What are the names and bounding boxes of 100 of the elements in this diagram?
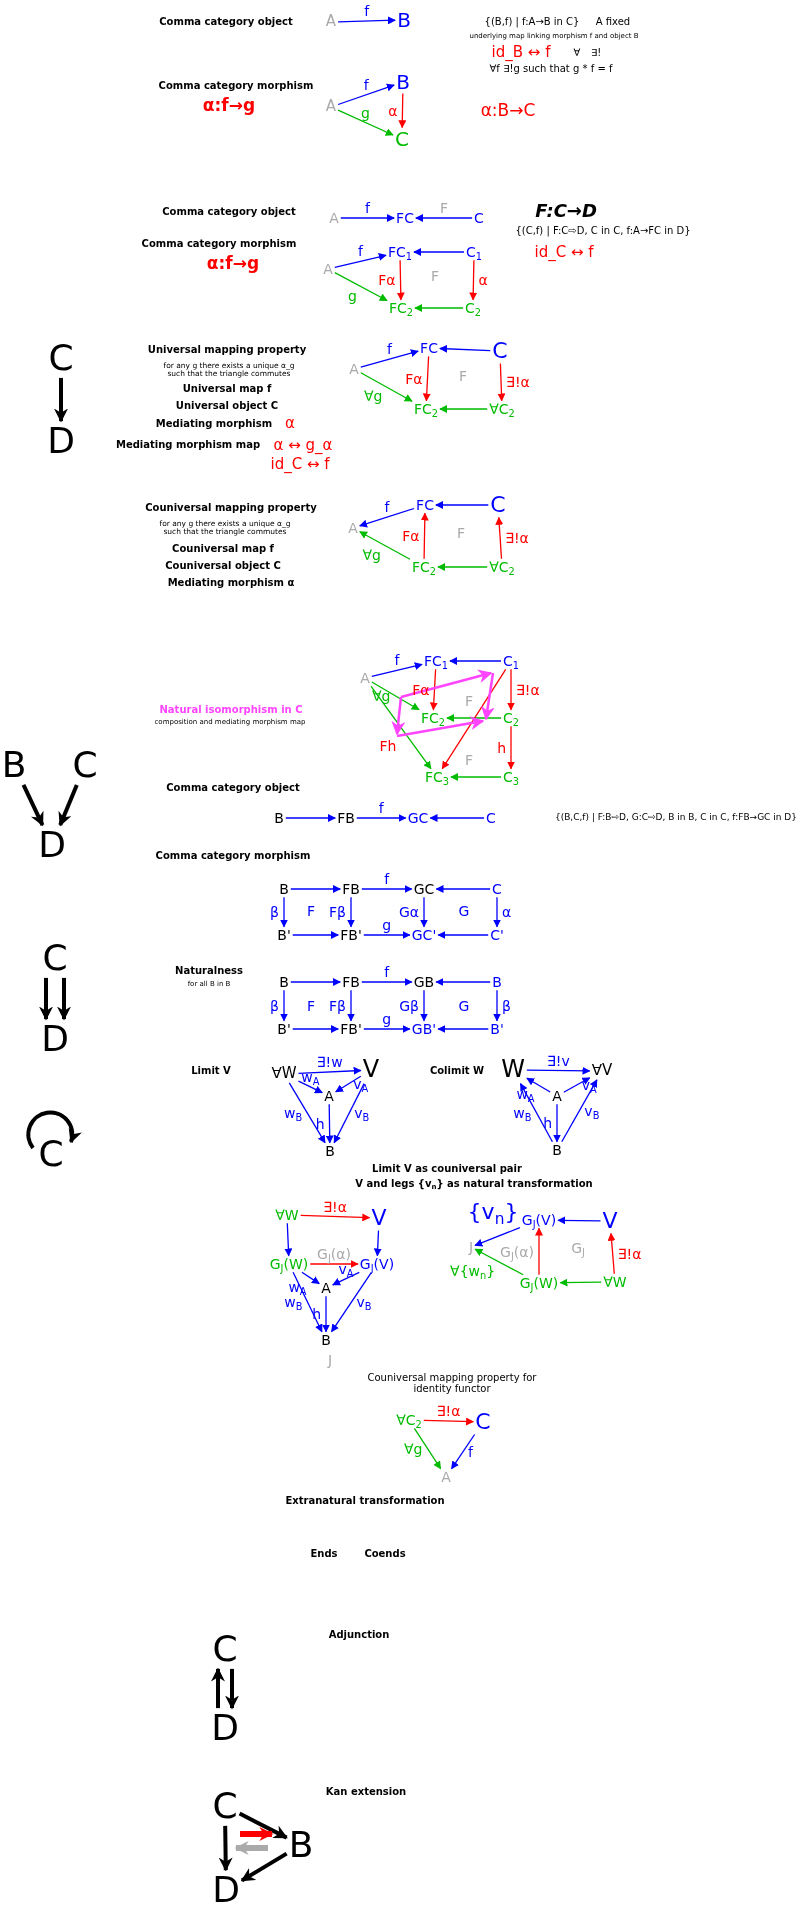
annotation: ∃! [590,47,602,59]
annotation: Couniversal mapping property for identity functor [366,1372,538,1394]
section-heading: Extranatural transformation [285,1495,445,1507]
object-label: A [441,1469,451,1485]
section-heading: Mediating morphism map [115,439,261,451]
edge-label: ∀{w$_{n}$} [450,1263,496,1279]
object-label: C [72,746,98,784]
section-heading: Kan extension [325,1786,407,1798]
arrow [337,83,395,106]
edge-label: f [384,872,390,887]
arrow [535,1227,543,1276]
arrow [285,814,336,822]
arrow [280,989,288,1022]
annotation: α:B→C [480,102,536,120]
edge-label: f [378,801,384,816]
arrow [497,362,506,402]
edge-label: ∃!α [323,1199,347,1215]
arrow [218,1825,233,1872]
object-label: A [348,520,358,536]
arrow [507,668,515,711]
object-label: ∀W [603,1274,627,1290]
edge-label: ∃!α [506,374,530,390]
object-label: C [48,339,74,377]
arrow [553,1103,561,1143]
object-label: D [211,1709,239,1747]
section-heading: Couniversal mapping property [145,502,317,514]
object-label: C$_{2}$ [503,710,519,726]
annotation: F [456,525,466,541]
edge-label: ∃!α [436,1404,461,1420]
arrow [288,1082,326,1144]
section-heading: Mediating morphism [155,418,273,430]
object-label: FC$_{2}$ [413,401,439,417]
annotation: α ↔ g_α [273,438,333,454]
annotation: ∀ [573,47,581,59]
arrow [429,814,485,822]
object-label: A [321,1280,331,1296]
arrow [469,259,478,301]
object-label: B [288,1826,314,1864]
object-label: GC [407,810,429,826]
annotation: F [306,903,316,919]
annotation: ∀f ∃!g such that g * f = f [489,63,613,75]
edge-label: Fα [405,371,423,386]
object-label: A [323,261,333,277]
section-heading: Comma category object [166,782,300,794]
arrow [297,1066,362,1075]
annotation: id_B ↔ f [491,45,551,61]
annotation: {v$_{n}$} [467,1200,519,1224]
arrow [363,1025,411,1033]
object-label: ∀W [275,1207,299,1223]
object-label: G$_{J}$(V) [359,1256,395,1272]
edge-label: α [502,904,512,920]
arrow [519,1082,554,1143]
arrow [340,214,395,222]
edge-label: ∃!α [516,682,540,697]
object-label: ∀C$_{2}$ [489,559,515,575]
object-label: FC$_{2}$ [388,300,414,316]
edge-label: Fα [402,528,420,544]
object-label: G$_{J}$(W) [519,1275,559,1291]
arrow [450,773,502,781]
edge-label: G$_{J}$(α) [317,1247,351,1262]
object-label: C [395,128,409,150]
annotation: J [327,1352,333,1368]
object-label: B' [277,1021,291,1037]
edge-label: h [315,1116,325,1131]
arrow [360,372,413,402]
object-label: A [360,670,370,686]
edge-label: f [364,4,370,19]
section-heading: Colimit W [429,1065,485,1077]
arrow [39,977,53,1021]
edge-label: f [386,342,392,358]
object-label: J [468,1239,474,1255]
edge-label: v$_{B}$ [584,1103,600,1119]
annotation: {(B,f) | f:A→B in C} [484,16,580,28]
arrow [334,253,387,269]
annotation: G [458,998,470,1014]
arrow [325,1103,334,1144]
section-heading: F:C→D [535,201,597,221]
object-label: D [38,826,66,864]
object-label: C$_{2}$ [465,300,481,316]
section-heading: α:f→g [202,97,256,115]
annotation: Fh [379,738,397,754]
section-heading: V and legs {v$_{n}$} as natural transformation [355,1178,593,1190]
edge-label: α [478,272,488,288]
section-heading: Ends [310,1548,338,1560]
object-label: C$_{1}$ [503,653,519,669]
object-label: ∀C$_{2}$ [489,401,515,417]
edge-label: F [439,201,449,216]
object-label: A [349,361,359,377]
edge-label: f [357,244,363,260]
arrow [474,1226,521,1247]
object-label: GC' [411,927,437,943]
arrow [493,989,501,1022]
object-label: A [325,14,337,30]
object-label: D [47,422,75,460]
arrow [607,1232,616,1275]
object-label: C [492,339,508,363]
object-label: FC$_{3}$ [424,769,450,785]
annotation: F [306,998,316,1014]
annotation: F [464,752,474,768]
arrow [446,714,502,722]
